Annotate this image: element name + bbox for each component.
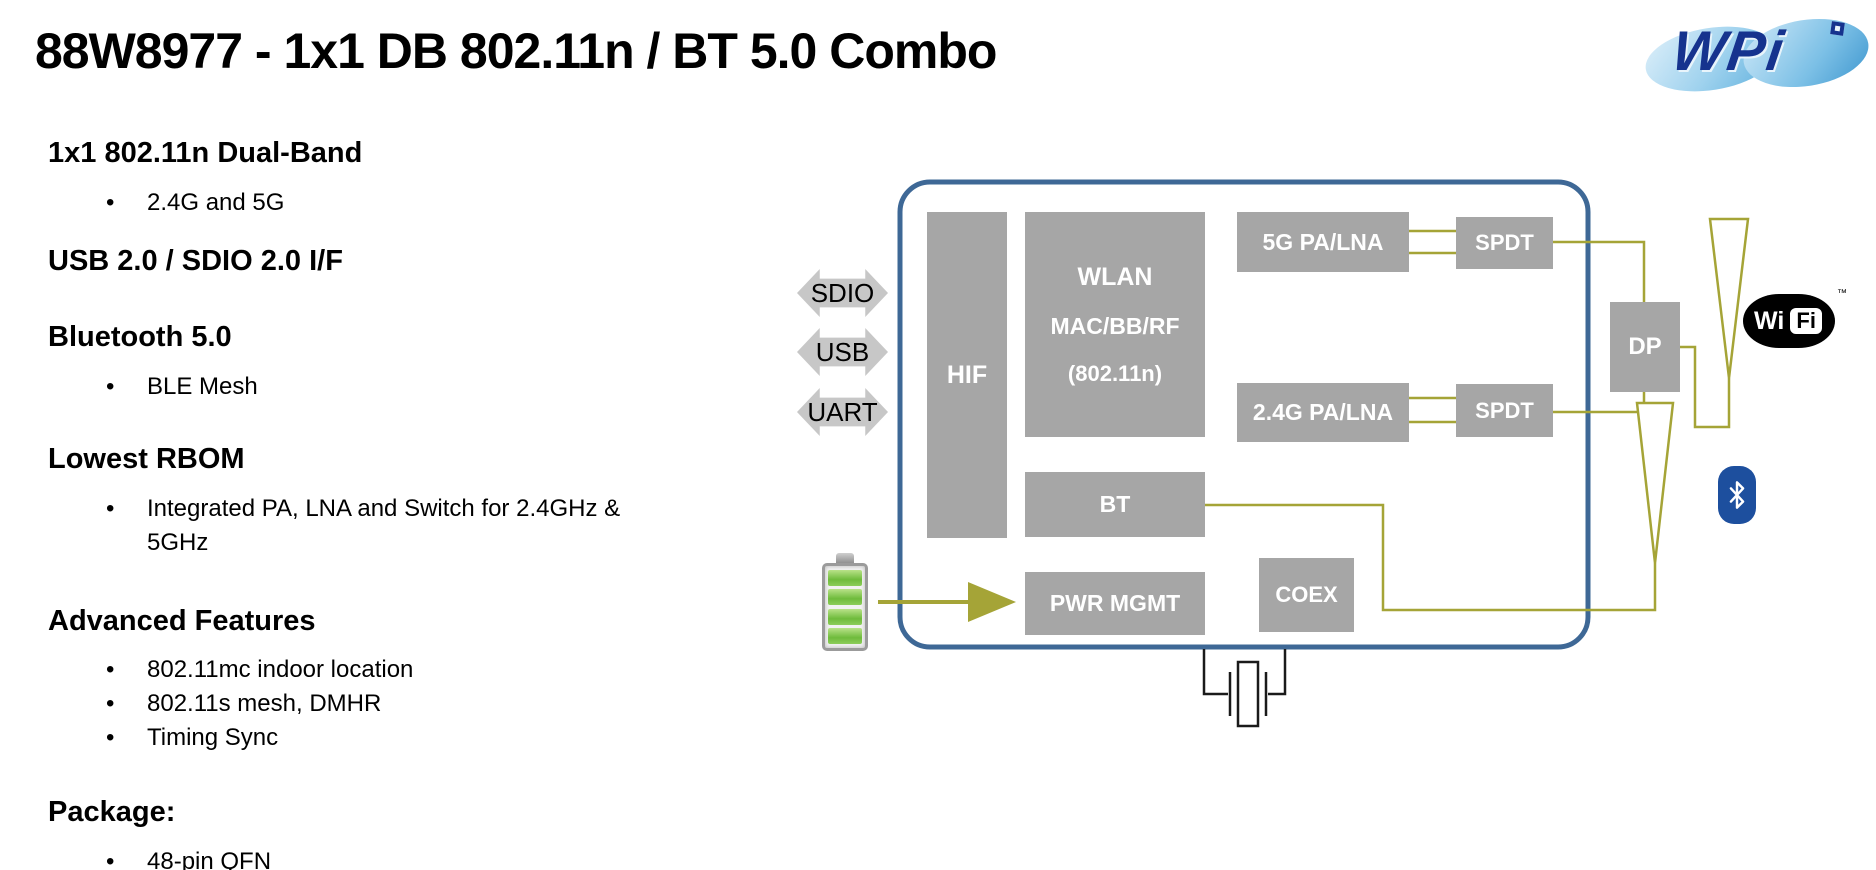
- wlan-block-line3: (802.11n): [1067, 360, 1163, 386]
- pwr-mgmt-block: PWR MGMT: [1025, 572, 1205, 635]
- chip-boundary: [897, 179, 1591, 650]
- page-title: 88W8977 - 1x1 DB 802.11n / BT 5.0 Combo: [35, 23, 997, 79]
- battery-body: [822, 563, 868, 651]
- rf-signal-lines: [1205, 229, 1731, 612]
- bluetooth-rune-icon: [1729, 481, 1745, 509]
- sdio-label: SDIO: [810, 277, 875, 308]
- feature-bullet: BLE Mesh: [48, 370, 628, 404]
- spdt-5g-block: SPDT: [1456, 217, 1553, 269]
- dp-block: DP: [1610, 302, 1680, 392]
- feature-heading: USB 2.0 / SDIO 2.0 I/F: [48, 244, 343, 277]
- wlan-block: WLAN MAC/BB/RF (802.11n): [1025, 212, 1205, 437]
- bt-block: BT: [1025, 472, 1205, 537]
- bt-antenna-icon: [1635, 401, 1675, 564]
- spdt-24g-block: SPDT: [1456, 384, 1553, 437]
- wifi-logo-fi: Fi: [1788, 306, 1824, 336]
- wifi-logo-wi: Wi: [1754, 306, 1785, 335]
- wifi-logo-tm: ™: [1837, 288, 1847, 299]
- bluetooth-logo: [1718, 466, 1756, 524]
- wifi-logo-blob: Wi Fi: [1743, 294, 1835, 348]
- hif-block: HIF: [927, 212, 1007, 538]
- battery-icon: [822, 553, 868, 651]
- feature-heading: Bluetooth 5.0: [48, 320, 232, 353]
- feature-section-package: Package: 48-pin QFN: [48, 797, 628, 870]
- usb-label: USB: [815, 336, 870, 367]
- feature-heading: 1x1 802.11n Dual-Band: [48, 137, 363, 169]
- feature-bullet: Integrated PA, LNA and Switch for 2.4GHz…: [48, 492, 628, 560]
- feature-bullet: Timing Sync: [48, 721, 628, 755]
- feature-section-interfaces: USB 2.0 / SDIO 2.0 I/F: [48, 244, 628, 278]
- wlan-block-line2: MAC/BB/RF: [1050, 312, 1180, 339]
- feature-heading: Lowest RBOM: [48, 442, 245, 475]
- feature-section-dual-band: 1x1 802.11n Dual-Band 2.4G and 5G: [48, 137, 628, 220]
- coex-block: COEX: [1259, 558, 1354, 632]
- wifi-antenna-icon: [1708, 217, 1750, 379]
- feature-list: 1x1 802.11n Dual-Band 2.4G and 5G USB 2.…: [48, 137, 628, 870]
- pa-lna-24g-block: 2.4G PA/LNA: [1237, 383, 1409, 442]
- feature-bullet: 802.11s mesh, DMHR: [48, 687, 628, 721]
- wlan-block-line1: WLAN: [1077, 262, 1153, 291]
- feature-section-rbom: Lowest RBOM Integrated PA, LNA and Switc…: [48, 442, 628, 560]
- feature-section-advanced: Advanced Features 802.11mc indoor locati…: [48, 604, 628, 756]
- battery-cap: [836, 553, 854, 564]
- feature-bullet: 48-pin QFN: [48, 845, 628, 870]
- pa-lna-5g-block: 5G PA/LNA: [1237, 212, 1409, 272]
- wifi-logo: Wi Fi ™: [1743, 288, 1847, 348]
- feature-bullet: 2.4G and 5G: [48, 186, 628, 220]
- feature-section-bluetooth: Bluetooth 5.0 BLE Mesh: [48, 320, 628, 404]
- feature-heading: Package:: [48, 796, 176, 829]
- feature-bullet: 802.11mc indoor location: [48, 653, 628, 687]
- uart-label: UART: [807, 396, 878, 427]
- feature-heading: Advanced Features: [48, 604, 316, 637]
- crystal-icon: [1202, 649, 1287, 728]
